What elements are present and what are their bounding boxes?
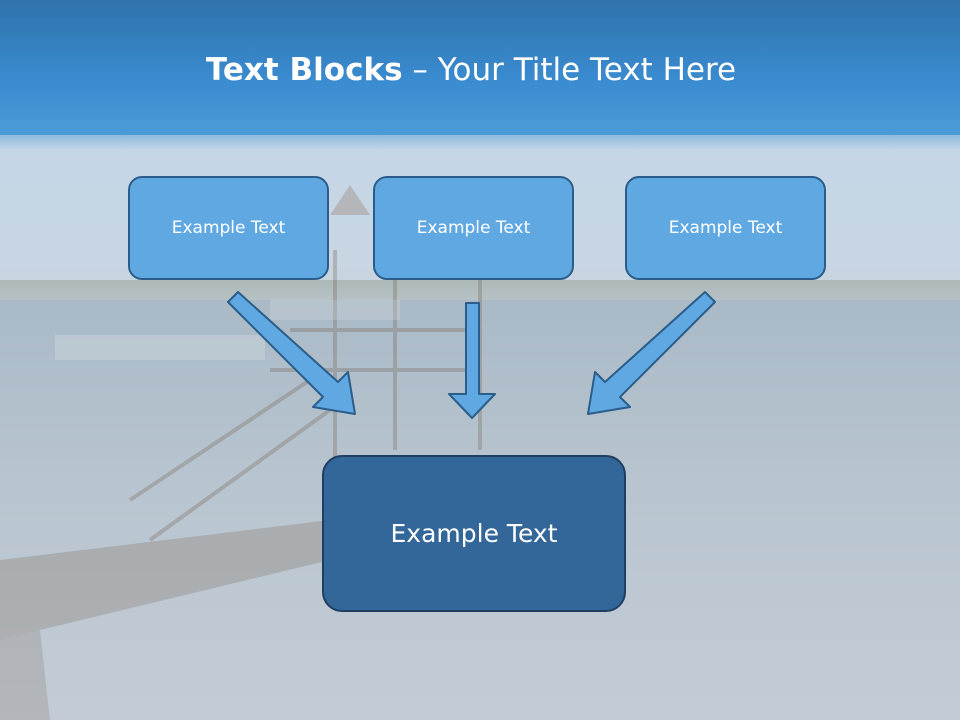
text-block-main[interactable]: Example Text [322,455,626,612]
slide-title: Text Blocks – Your Title Text Here [0,52,942,88]
text-block-1-label: Example Text [171,218,286,238]
header-band [0,0,960,135]
arrow-right-diagonal [587,291,716,415]
title-dash: – [402,52,438,88]
text-block-2-label: Example Text [416,218,531,238]
title-rest: Your Title Text Here [437,52,737,88]
arrow-center-down [448,302,496,419]
text-block-3[interactable]: Example Text [625,176,826,280]
text-block-1[interactable]: Example Text [128,176,329,280]
arrow-left-diagonal [227,291,356,415]
header-fade [0,120,960,150]
title-bold: Text Blocks [205,52,403,88]
text-block-3-label: Example Text [668,218,783,238]
text-block-2[interactable]: Example Text [373,176,574,280]
text-block-main-label: Example Text [390,519,558,548]
